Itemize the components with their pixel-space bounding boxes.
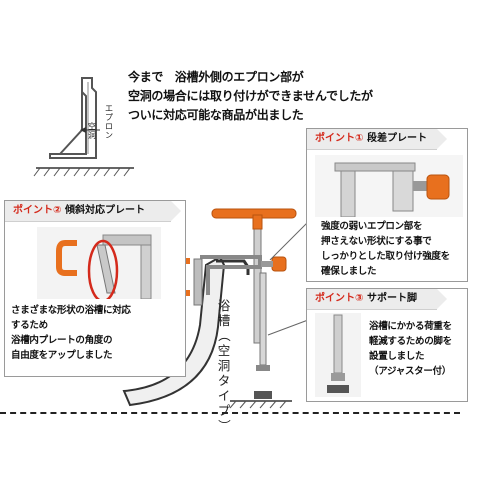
point3-text: 浴槽にかかる荷重を 軽減するための脚を 設置しました （アジャスター付） <box>369 321 452 377</box>
headline-line-2: 空洞の場合には取り付けができませんでしたが <box>128 89 373 103</box>
headline-line-1: 今まで 浴槽外側のエプロン部が <box>128 70 304 84</box>
support-leg-photo <box>315 313 361 397</box>
point3-photo <box>315 313 361 397</box>
headline: 今まで 浴槽外側のエプロン部が 空洞の場合には取り付けができませんでしたが つい… <box>128 68 468 125</box>
apron-label: エ プ ロ ン <box>105 104 113 140</box>
point2-text: さまざまな形状の浴槽に対応 するため 浴槽内プレートの角度の 自由度をアップしま… <box>11 305 131 361</box>
point2-title: ポイント② 傾斜対応プレート <box>5 201 181 222</box>
point1-panel: ポイント① 段差プレート 強度の弱いエプロン部を 押さえない形状にする事で しっ… <box>306 128 468 282</box>
tilt-plate-photo <box>37 227 161 299</box>
apron-cross-section-diagram <box>33 77 134 177</box>
step-plate-photo <box>315 155 463 217</box>
point2-panel: ポイント② 傾斜対応プレート さまざまな形状の浴槽に対応 するため 浴槽内プレー… <box>4 200 186 377</box>
tub-hollow-type-label: 浴 槽 （ 空 洞 タ イ プ ） <box>216 298 232 432</box>
point3-panel: ポイント③ サポート脚 浴槽にかかる荷重を 軽減するための脚を 設置しました （… <box>306 288 468 402</box>
hollow-label: 空 洞 <box>88 122 96 140</box>
bottom-dashed-rule <box>0 412 460 414</box>
point1-text: 強度の弱いエプロン部を 押さえない形状にする事で しっかりとした取り付け強度を … <box>321 221 450 277</box>
point1-title: ポイント① 段差プレート <box>307 129 447 150</box>
point1-photo <box>315 155 463 217</box>
headline-line-3: ついに対応可能な商品が出ました <box>128 108 304 122</box>
point2-photo <box>37 227 161 299</box>
point3-title: ポイント③ サポート脚 <box>307 289 447 310</box>
